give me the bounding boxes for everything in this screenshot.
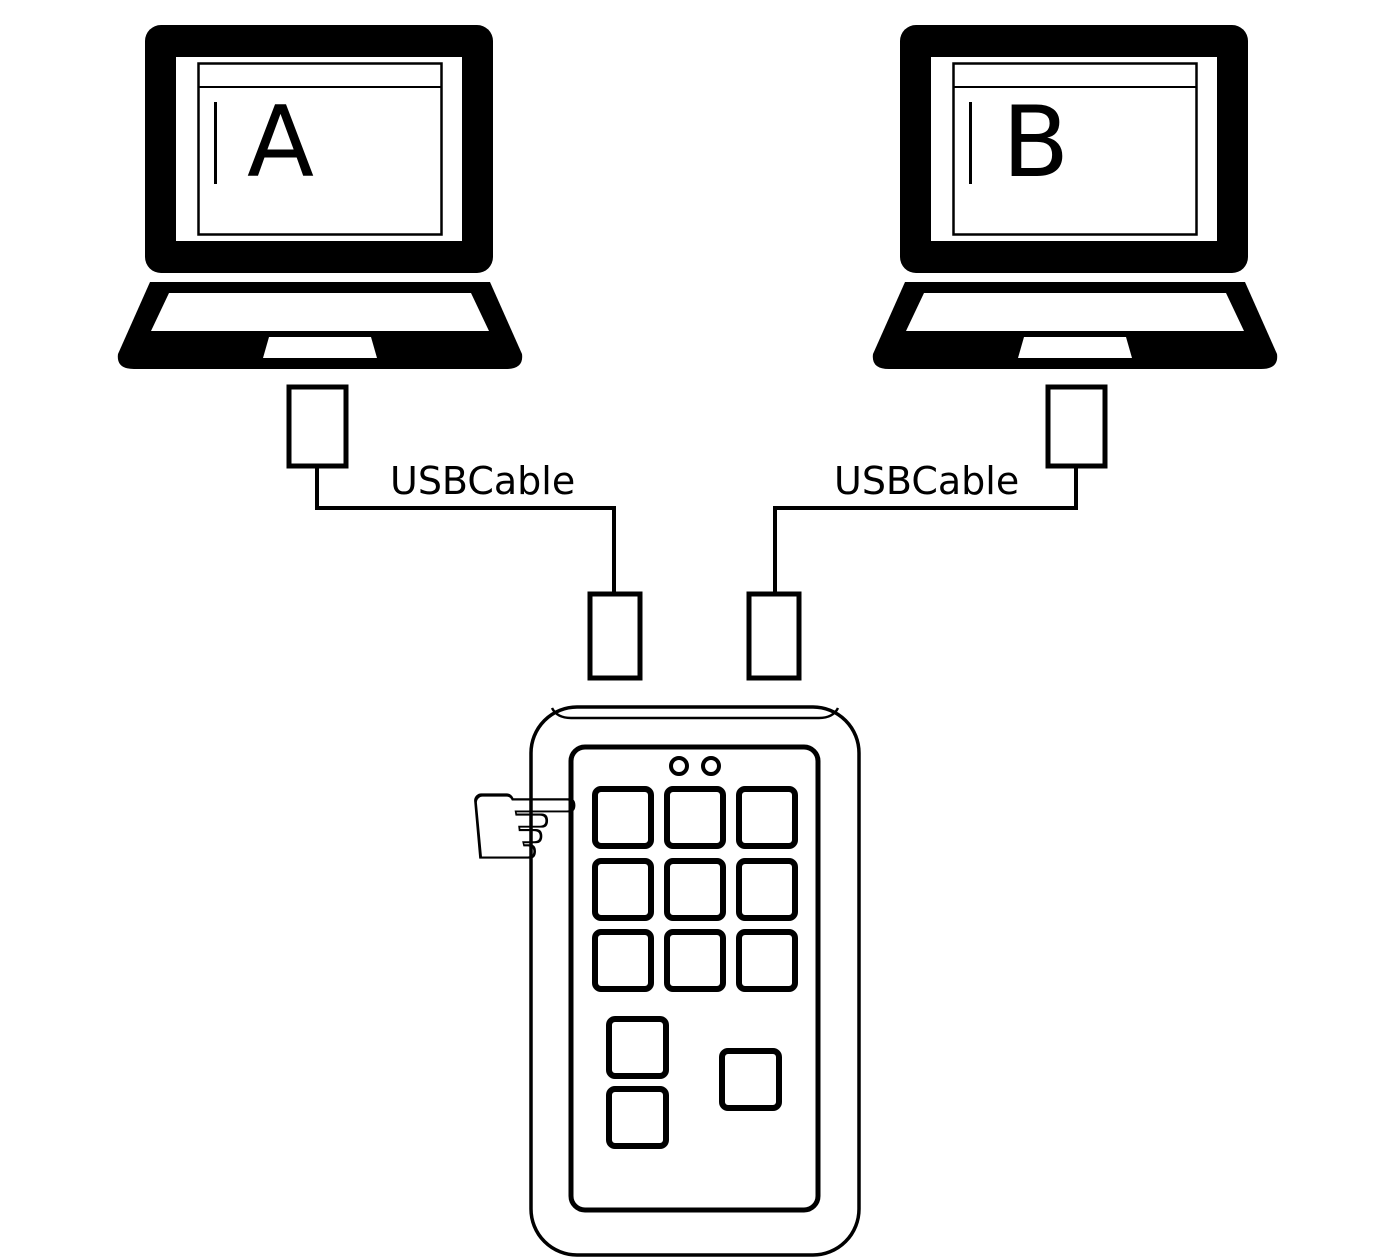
usb-cable-right-label: USBCable [834,459,1020,503]
keypad-button-3 [736,786,798,849]
text-cursor-icon [214,102,217,184]
usb-connector-b-device [746,591,802,681]
laptop-a-label: A [247,86,315,200]
function-button-1 [606,1016,669,1079]
keypad-button-2 [664,786,726,849]
led-left-icon [669,756,689,776]
keypad-panel [568,744,821,1213]
text-cursor-icon [969,102,972,184]
usb-connector-a-device [587,591,643,681]
laptop-a-icon [116,23,524,371]
laptop-a-screen-content: A [214,93,314,193]
keypad-button-4 [592,858,654,921]
usb-cable-left-line [315,460,616,600]
keypad-button-1 [592,786,654,849]
keypad-button-6 [736,858,798,921]
device-top-seam [550,707,840,720]
hand-pointer-icon: ☞ [462,744,588,907]
usb-connector-b-laptop [1045,384,1108,469]
laptop-b-screen-content: B [969,93,1069,193]
laptop-b-icon [871,23,1279,371]
keypad-button-5 [664,858,726,921]
usb-cable-right-line [773,460,1078,600]
laptop-b-label: B [1002,86,1070,200]
function-button-3 [719,1048,782,1111]
keypad-button-8 [664,929,726,992]
usb-cable-left-label: USBCable [390,459,576,503]
led-right-icon [701,756,721,776]
keypad-button-9 [736,929,798,992]
function-button-2 [606,1086,669,1149]
keypad-button-7 [592,929,654,992]
usb-connector-a-laptop [286,384,349,469]
